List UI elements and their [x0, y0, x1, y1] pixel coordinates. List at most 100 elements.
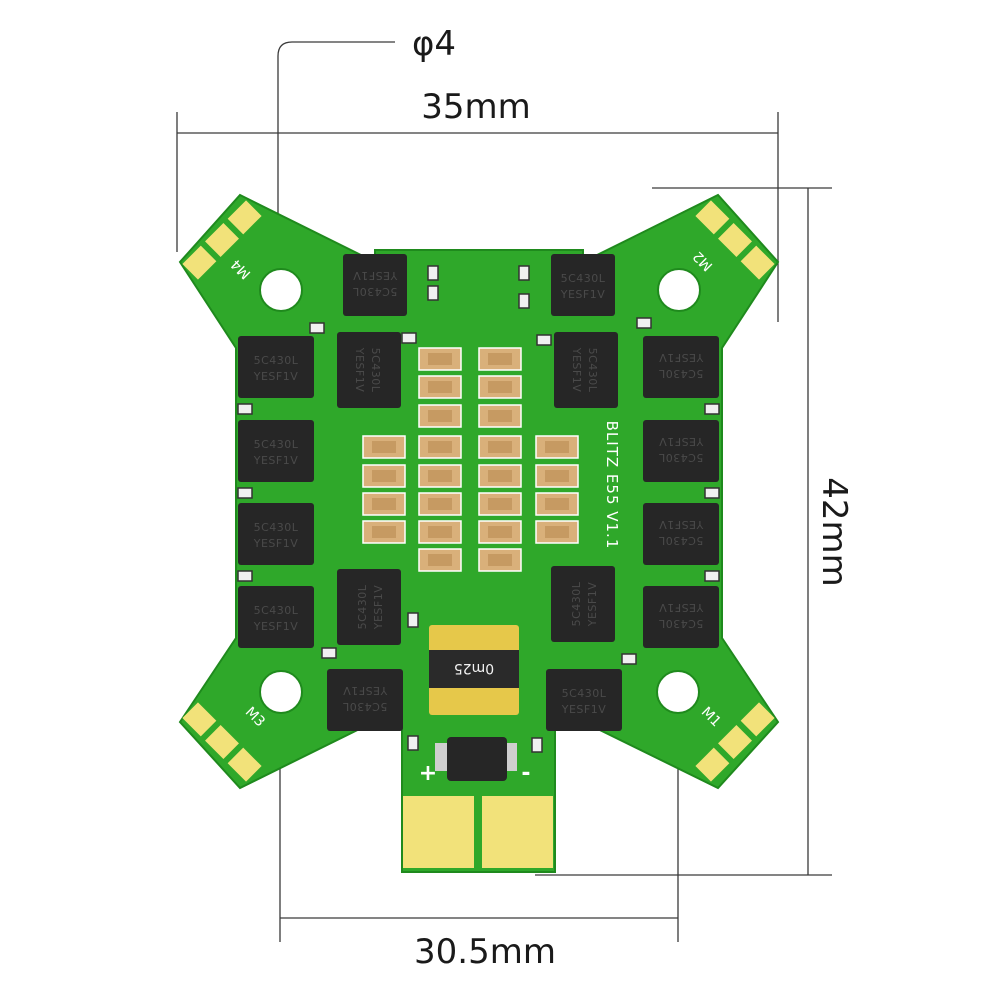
- dimension-lines: [176, 41, 832, 942]
- motor-pad: [740, 245, 775, 280]
- svg-text:YESF1V: YESF1V: [353, 347, 366, 393]
- shunt-marking: 0m25: [454, 660, 494, 676]
- motor-pad: [718, 725, 752, 759]
- mosfet-chip: 5C430L YESF1V: [238, 586, 314, 648]
- mosfet-chip: 5C430L YESF1V: [238, 503, 314, 565]
- mosfet-chip: 5C430L YESF1V: [238, 336, 314, 398]
- mosfet-chip: 5C430L YESF1V: [238, 420, 314, 482]
- svg-text:5C430L: 5C430L: [254, 438, 299, 451]
- hole-leader-line: [277, 41, 395, 285]
- polarity-minus: -: [521, 761, 530, 786]
- smd-resistor: [427, 265, 439, 281]
- smd-resistor: [621, 653, 637, 665]
- current-shunt: 0m25: [429, 625, 519, 715]
- motor-pad: [182, 702, 217, 737]
- shunt-body: [429, 650, 519, 688]
- svg-text:YESF1V: YESF1V: [659, 435, 705, 448]
- mosfet-chip: 5C430L YESF1V: [343, 254, 407, 316]
- mosfet-chip: 5C430L YESF1V: [643, 420, 719, 482]
- mounting-hole-top-right: [657, 268, 701, 312]
- capacitor-col-2: [418, 347, 462, 572]
- svg-text:YESF1V: YESF1V: [372, 585, 385, 631]
- smd-resistor: [427, 285, 439, 301]
- power-diode: [435, 737, 517, 781]
- svg-text:5C430L: 5C430L: [356, 584, 369, 629]
- dimension-labels: φ4 35mm 42mm 30.5mm: [412, 24, 854, 972]
- width-label: 35mm: [421, 87, 531, 127]
- mosfet-chip: 5C430L YESF1V: [643, 503, 719, 565]
- battery-pad-positive: [403, 796, 474, 868]
- motor-pads-m2: [695, 200, 775, 280]
- capacitor-col-4: [535, 435, 579, 544]
- capacitor-body: [372, 441, 396, 453]
- mosfet-chip: 5C430L YESF1V: [551, 254, 615, 316]
- smd-resistor: [237, 487, 253, 499]
- smd-resistor: [531, 737, 543, 753]
- motor-pad: [227, 200, 262, 235]
- smd-resistor: [518, 265, 530, 281]
- smd-resistors: [237, 265, 720, 753]
- svg-text:5C430L: 5C430L: [658, 367, 703, 380]
- capacitor-body: [428, 554, 452, 566]
- mosfet-array: 5C430L YESF1V 5C430L YESF1V 5C430L YESF1…: [238, 254, 719, 731]
- svg-text:5C430L: 5C430L: [369, 348, 382, 393]
- smd-resistor: [704, 403, 720, 415]
- capacitor-body: [372, 526, 396, 538]
- motor-pad: [227, 747, 262, 782]
- mosfet-chip: 5C430L YESF1V: [643, 586, 719, 648]
- mosfet-chip: 5C430L YESF1V: [554, 332, 618, 408]
- smd-resistor: [704, 487, 720, 499]
- capacitor-body: [428, 410, 452, 422]
- smd-resistor: [536, 334, 552, 346]
- motor-pads-m4: [182, 200, 262, 280]
- motor-pad: [740, 702, 775, 737]
- capacitor-body: [428, 381, 452, 393]
- svg-text:YESF1V: YESF1V: [253, 620, 299, 633]
- mosfet-chip: 5C430L YESF1V: [327, 669, 403, 731]
- svg-text:5C430L: 5C430L: [658, 534, 703, 547]
- smd-resistor: [636, 317, 652, 329]
- capacitor-body: [488, 410, 512, 422]
- motor-pad: [182, 245, 217, 280]
- svg-text:5C430L: 5C430L: [561, 272, 606, 285]
- capacitor-bank: [362, 347, 579, 572]
- capacitor-body: [372, 498, 396, 510]
- mosfet-chip: 5C430L YESF1V: [337, 332, 401, 408]
- svg-text:5C430L: 5C430L: [254, 521, 299, 534]
- smd-resistor: [309, 322, 325, 334]
- smd-resistor: [704, 570, 720, 582]
- smd-resistor: [407, 612, 419, 628]
- svg-text:YESF1V: YESF1V: [659, 518, 705, 531]
- motor-pad: [718, 223, 752, 257]
- svg-text:5C430L: 5C430L: [254, 604, 299, 617]
- svg-text:YESF1V: YESF1V: [561, 703, 607, 716]
- svg-text:5C430L: 5C430L: [586, 348, 599, 393]
- capacitor-body: [545, 498, 569, 510]
- svg-text:YESF1V: YESF1V: [570, 347, 583, 393]
- hole-diameter-label: φ4: [412, 24, 456, 64]
- capacitor-body: [488, 381, 512, 393]
- mosfet-chip: 5C430L YESF1V: [546, 669, 622, 731]
- svg-text:YESF1V: YESF1V: [659, 351, 705, 364]
- svg-text:YESF1V: YESF1V: [353, 269, 399, 282]
- capacitor-body: [488, 554, 512, 566]
- mounting-hole-bottom-left: [259, 670, 303, 714]
- svg-text:5C430L: 5C430L: [342, 700, 387, 713]
- capacitor-body: [545, 441, 569, 453]
- capacitor-body: [488, 526, 512, 538]
- capacitor-body: [428, 441, 452, 453]
- mounting-hole-bottom-right: [656, 670, 700, 714]
- capacitor-body: [488, 441, 512, 453]
- svg-text:5C430L: 5C430L: [658, 617, 703, 630]
- capacitor-body: [372, 470, 396, 482]
- capacitor-body: [428, 470, 452, 482]
- motor-pad: [205, 725, 239, 759]
- capacitor-body: [545, 470, 569, 482]
- smd-resistor: [518, 293, 530, 309]
- capacitor-body: [488, 353, 512, 365]
- svg-text:YESF1V: YESF1V: [586, 582, 599, 628]
- smd-resistor: [321, 647, 337, 659]
- smd-resistor: [401, 332, 417, 344]
